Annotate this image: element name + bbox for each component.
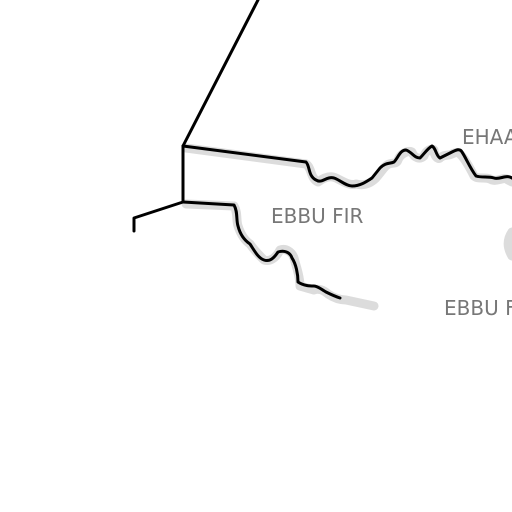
ehaa-fir-label[interactable]: EHAA [462,125,512,149]
ebbu-fir-label[interactable]: EBBU FIR [271,204,363,228]
fir-boundary-layer [132,0,512,300]
ebbu-fir-label-secondary[interactable]: EBBU F [444,296,512,320]
fir-boundary-diagonal [181,0,260,148]
border-halo-east-edge [503,227,512,261]
fir-boundary-west [132,200,185,233]
fir-boundary-south [181,200,342,300]
fir-boundary-north [181,144,512,188]
